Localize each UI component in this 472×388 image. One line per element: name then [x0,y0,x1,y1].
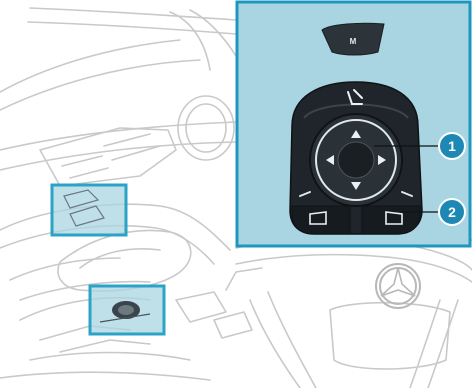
highlight-seat-switch-zone [52,185,126,235]
memory-key-label: M [350,37,357,46]
marker-2-label: 2 [448,204,456,220]
four-way-control[interactable] [310,114,402,206]
mirror-left-button[interactable] [292,206,350,234]
mirror-right-button[interactable] [362,206,420,234]
memory-key[interactable]: M [322,23,384,55]
marker-2: 2 [439,199,465,225]
mercedes-star-logo [376,264,420,308]
marker-1-label: 1 [448,138,456,154]
marker-1: 1 [439,133,465,159]
